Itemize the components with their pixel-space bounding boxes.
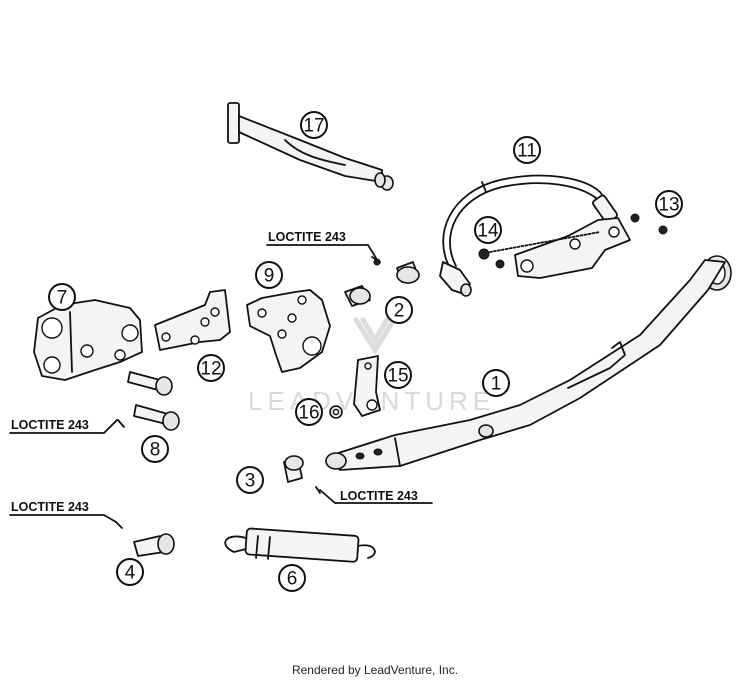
- callout-12-number: 12: [200, 359, 221, 380]
- callout-17-number: 17: [303, 116, 324, 137]
- loctite-label-bottom-left: LOCTITE 243: [11, 500, 89, 514]
- part-16-nut: [329, 405, 343, 419]
- part-8-bolts: [117, 371, 180, 431]
- callout-13-number: 13: [658, 195, 679, 216]
- callout-15: 15: [384, 361, 412, 389]
- callout-8: 8: [141, 435, 169, 463]
- part-9-plate: [246, 289, 331, 373]
- callout-1-number: 1: [491, 374, 502, 395]
- part-17-rod: [227, 102, 394, 191]
- callout-7-number: 7: [57, 288, 68, 309]
- part-3-bolt: [283, 455, 321, 494]
- callout-3-number: 3: [245, 471, 256, 492]
- leader-lines: [9, 244, 433, 523]
- loctite-label-top: LOCTITE 243: [268, 230, 346, 244]
- callout-2: 2: [385, 296, 413, 324]
- part-11-cable: [439, 174, 618, 297]
- loctite-label-left: LOCTITE 243: [11, 418, 89, 432]
- part-13-14-bracket: [478, 213, 668, 279]
- part-1-side-stand: [325, 255, 732, 471]
- callout-6: 6: [278, 564, 306, 592]
- callout-12: 12: [197, 354, 225, 382]
- callout-16: 16: [295, 398, 323, 426]
- callout-14: 14: [474, 216, 502, 244]
- part-7-bracket: [33, 299, 143, 381]
- callout-7: 7: [48, 283, 76, 311]
- callout-1: 1: [482, 369, 510, 397]
- callout-3: 3: [236, 466, 264, 494]
- part-2-bolts: [344, 256, 420, 307]
- callout-11: 11: [513, 136, 541, 164]
- callout-13: 13: [655, 190, 683, 218]
- part-4-bolt: [115, 521, 175, 557]
- callout-4-number: 4: [125, 563, 136, 584]
- callout-16-number: 16: [298, 403, 319, 424]
- callout-2-number: 2: [394, 301, 405, 322]
- callout-17: 17: [300, 111, 328, 139]
- callout-11-number: 11: [517, 141, 537, 162]
- credit-text: Rendered by LeadVenture, Inc.: [292, 663, 458, 677]
- part-6-spring: [224, 527, 376, 563]
- callout-6-number: 6: [287, 569, 298, 590]
- callout-4: 4: [116, 558, 144, 586]
- callout-9: 9: [255, 261, 283, 289]
- part-12-plate: [154, 289, 231, 351]
- loctite-label-center: LOCTITE 243: [340, 489, 418, 503]
- part-15-bracket: [353, 355, 381, 417]
- callout-9-number: 9: [264, 266, 275, 287]
- callout-14-number: 14: [477, 221, 499, 242]
- callout-8-number: 8: [150, 440, 161, 461]
- callout-15-number: 15: [387, 366, 408, 387]
